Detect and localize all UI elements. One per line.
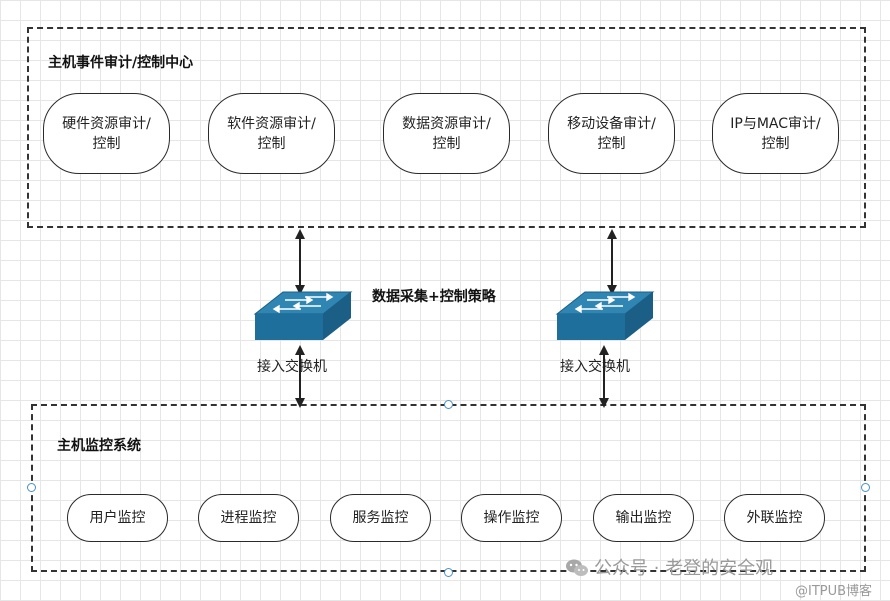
external-monitor-node[interactable]: 外联监控 [724,494,825,542]
top-group-title: 主机事件审计/控制中心 [48,55,194,71]
software-audit-node[interactable]: 软件资源审计/控制 [208,93,335,174]
selection-handle-left[interactable] [27,483,36,492]
output-monitor-node[interactable]: 输出监控 [593,494,694,542]
ip-mac-audit-node[interactable]: IP与MAC审计/控制 [712,93,839,174]
hardware-audit-node[interactable]: 硬件资源审计/控制 [43,93,170,174]
itpub-watermark: @ITPUB博客 [795,584,873,599]
network-switch-icon [253,291,353,340]
wechat-watermark: 公众号 · 老登的安全观 [566,554,773,580]
selection-handle-right[interactable] [861,483,870,492]
selection-handle-bottom[interactable] [444,568,453,577]
user-monitor-node[interactable]: 用户监控 [67,494,168,542]
data-audit-node[interactable]: 数据资源审计/控制 [383,93,510,174]
service-monitor-node[interactable]: 服务监控 [330,494,431,542]
top-group-container [27,27,866,228]
process-monitor-node[interactable]: 进程监控 [198,494,299,542]
left-switch-label: 接入交换机 [257,359,327,375]
network-switch-icon [555,291,655,340]
mobile-device-audit-node[interactable]: 移动设备审计/控制 [548,93,675,174]
bottom-group-title: 主机监控系统 [57,438,141,454]
wechat-icon [566,559,588,577]
operation-monitor-node[interactable]: 操作监控 [461,494,562,542]
right-switch-label: 接入交换机 [560,359,630,375]
selection-handle-top[interactable] [444,400,453,409]
data-collection-label: 数据采集+控制策略 [372,289,496,305]
